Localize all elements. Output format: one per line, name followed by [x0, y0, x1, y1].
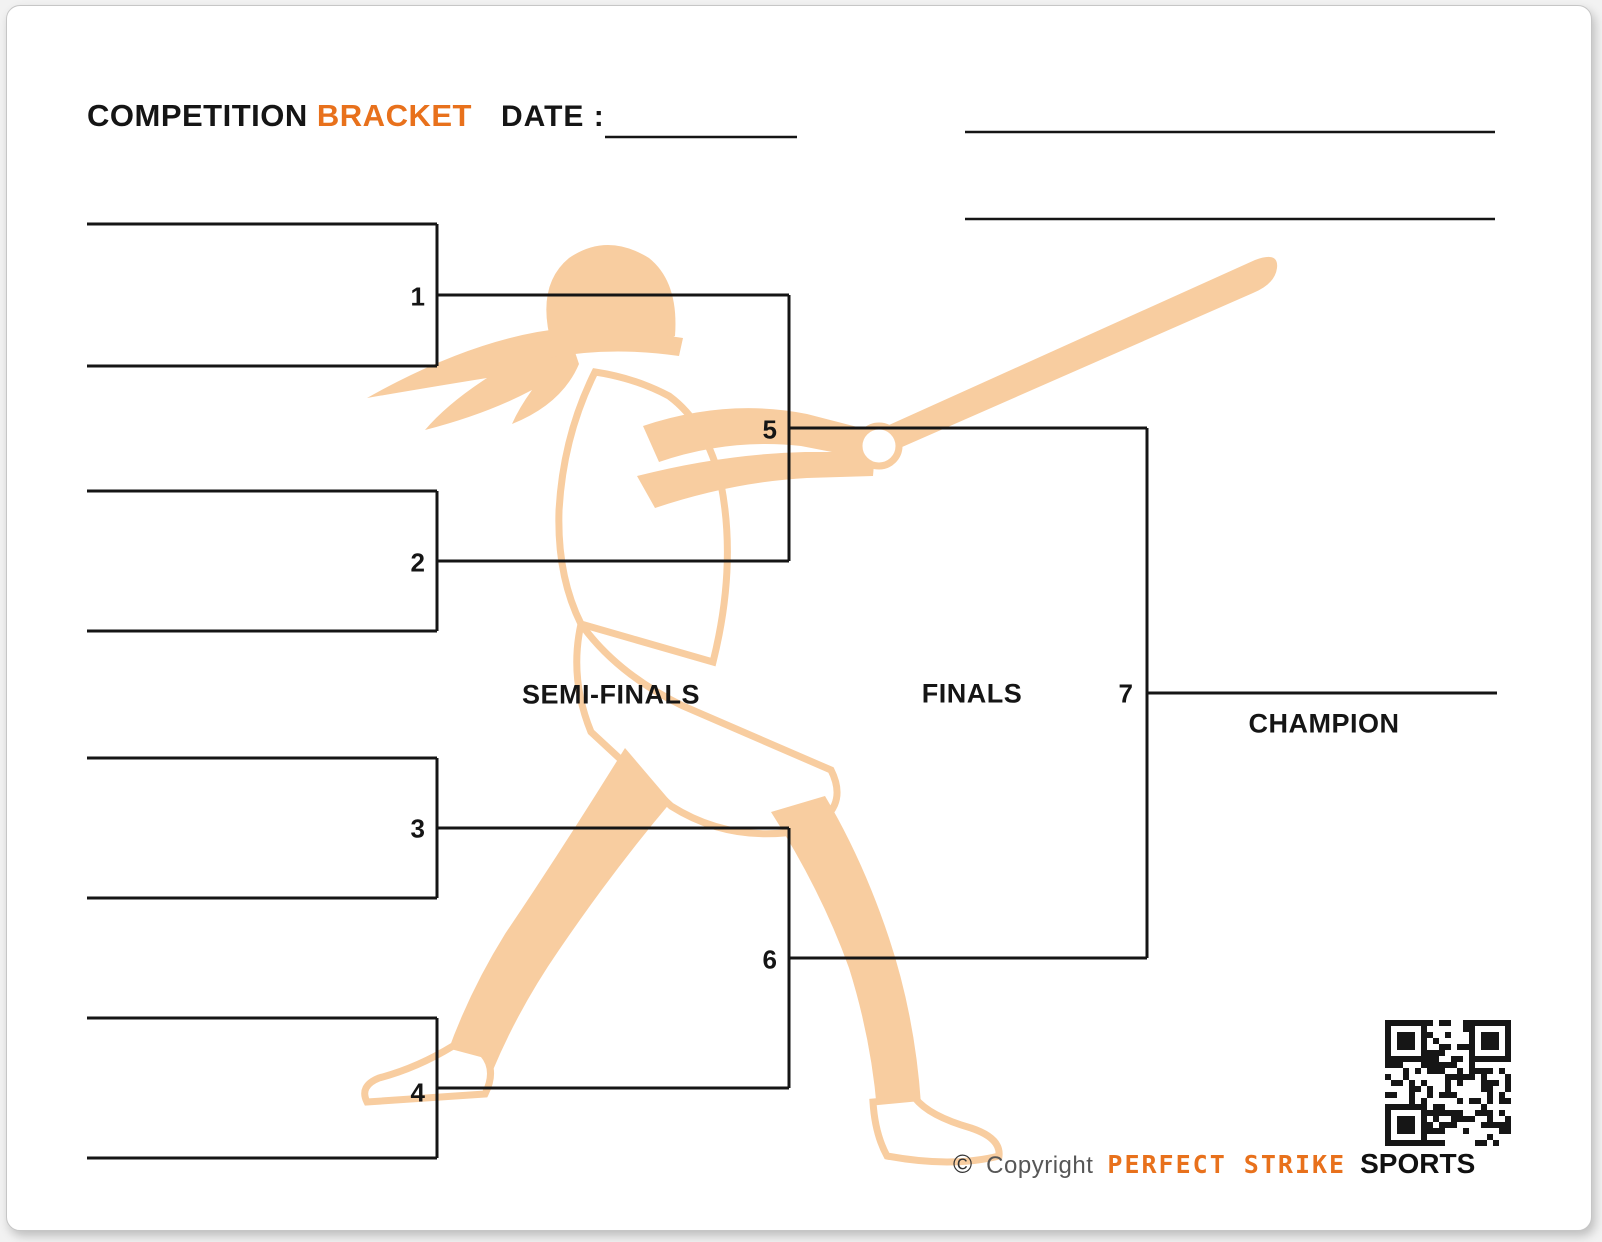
- match-number-1: 1: [410, 281, 425, 312]
- footer: © Copyright PERFECT STRIKE SPORTS: [953, 1148, 1475, 1180]
- match-number-5: 5: [762, 414, 777, 445]
- bracket-lines: [87, 130, 1497, 1160]
- batter-watermark-illustration: [361, 245, 1278, 1166]
- match-number-3: 3: [410, 813, 425, 844]
- copyright-word: Copyright: [986, 1152, 1094, 1179]
- arm-back: [643, 408, 869, 462]
- match-number-7: 7: [1118, 678, 1133, 709]
- date-label: DATE :: [501, 100, 605, 133]
- title-bracket: BRACKET: [316, 98, 472, 133]
- page-title: COMPETITION BRACKET: [87, 98, 472, 134]
- bracket-sheet: COMPETITION BRACKET DATE : 1 2 3 4 5 6 7…: [6, 5, 1592, 1231]
- brand-logo-text: PERFECT STRIKE: [1107, 1150, 1347, 1179]
- copyright-symbol: ©: [953, 1149, 973, 1179]
- match-number-4: 4: [410, 1077, 425, 1108]
- back-leg: [771, 796, 921, 1110]
- title-competition: COMPETITION: [87, 98, 308, 133]
- back-shoe: [869, 1094, 1003, 1166]
- match-number-2: 2: [410, 547, 425, 578]
- semi-finals-label: SEMI-FINALS: [522, 679, 700, 710]
- bat: [867, 256, 1278, 458]
- brand-suffix: SPORTS: [1360, 1148, 1476, 1179]
- match-number-6: 6: [762, 944, 777, 975]
- arm-front: [637, 452, 875, 508]
- ponytail: [367, 328, 579, 430]
- helmet-brim: [539, 332, 683, 358]
- finals-label: FINALS: [921, 678, 1023, 709]
- qr-code: [1385, 1020, 1511, 1146]
- helmet: [546, 245, 676, 350]
- champion-label: CHAMPION: [1248, 708, 1400, 739]
- hands: [855, 422, 903, 470]
